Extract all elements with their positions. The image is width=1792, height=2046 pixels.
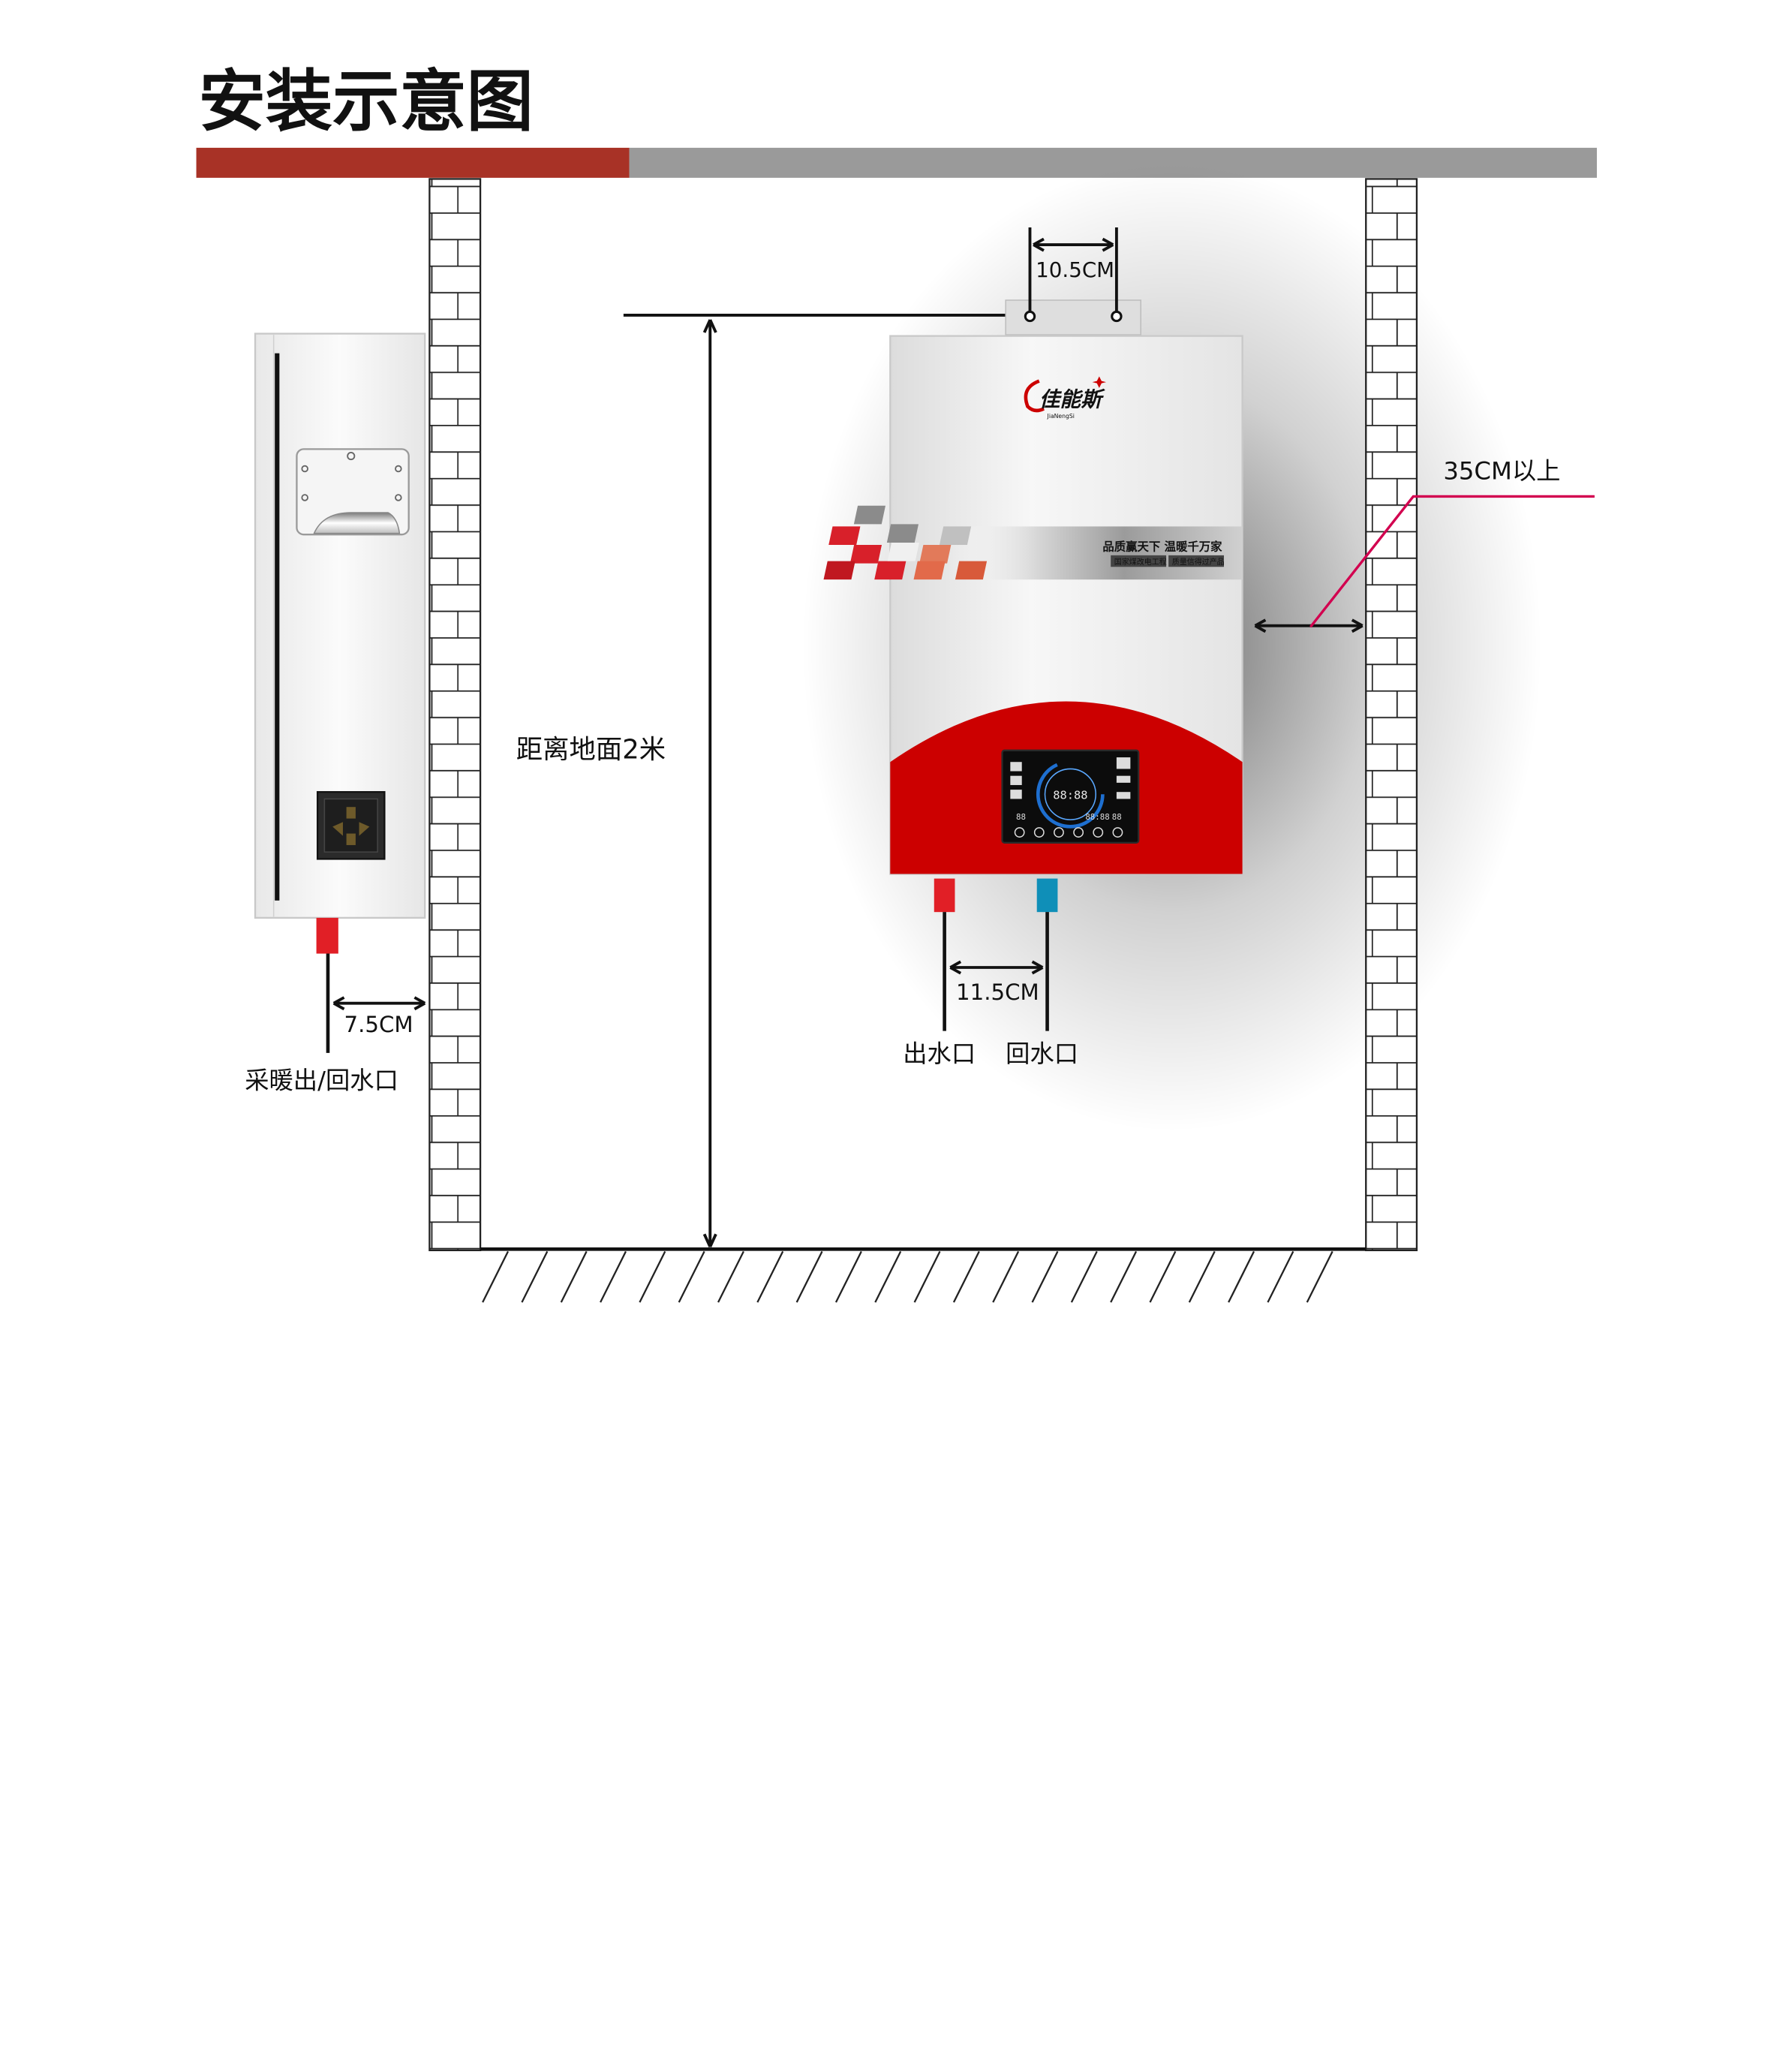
boiler-unit: 佳能斯 JiaNengSi 品质赢天下 温暖千万家 国家煤改电工程 质量信得过产…	[823, 335, 1243, 1031]
slogan-sub-2: 质量信得过产品	[1172, 557, 1225, 567]
page-title: 安装示意图	[199, 63, 534, 141]
floor-hatch	[756, 1250, 784, 1303]
bracket-hole-right	[1111, 310, 1123, 323]
svg-text:88: 88	[1016, 812, 1026, 822]
outlet-pipe-connector	[934, 878, 955, 913]
floor-hatch	[1228, 1250, 1255, 1303]
power-socket	[316, 791, 386, 860]
floor-hatch	[1149, 1250, 1177, 1303]
floor-hatch	[834, 1250, 862, 1303]
top-spacing-label: 10.5CM	[1036, 257, 1114, 282]
return-pipe-connector	[1036, 878, 1058, 913]
display-digits: 88:88	[1053, 788, 1087, 802]
floor-hatch	[952, 1250, 980, 1303]
flame-icon	[1033, 827, 1045, 838]
side-pipe-gap-label: 7.5CM	[344, 1012, 413, 1037]
floor-hatch	[1267, 1250, 1294, 1303]
floor	[480, 1247, 1367, 1303]
side-view-unit	[254, 332, 426, 1053]
pipe-spacing-label: 11.5CM	[956, 979, 1039, 1005]
side-clearance-label: 35CM以上	[1443, 456, 1560, 485]
side-pipe-label: 采暖出/回水口	[245, 1067, 398, 1095]
floor-hatch	[600, 1250, 627, 1303]
temperature-icon	[1054, 827, 1064, 838]
bracket-hole-left	[1024, 310, 1036, 323]
outlet-label: 出水口	[903, 1040, 976, 1068]
floor-hatch	[482, 1250, 510, 1303]
svg-text:88: 88	[1112, 812, 1122, 822]
floor-hatch	[1188, 1250, 1216, 1303]
floor-hatch	[1110, 1250, 1138, 1303]
brand-sub: JiaNengSi	[1047, 413, 1075, 420]
power-icon	[1073, 827, 1084, 838]
floor-hatch	[795, 1250, 823, 1303]
mounting-bracket	[296, 448, 410, 536]
floor-hatch	[717, 1250, 744, 1303]
right-brick-wall	[1365, 178, 1418, 1252]
plus-icon	[1093, 827, 1104, 838]
slogan-main: 品质赢天下 温暖千万家	[1102, 540, 1222, 554]
floor-hatch	[639, 1250, 666, 1303]
floor-hatch	[1070, 1250, 1098, 1303]
minus-icon	[1112, 827, 1123, 838]
side-pipe-gap-dimension	[332, 996, 426, 1011]
star-icon	[1092, 376, 1107, 388]
floor-hatch	[874, 1250, 902, 1303]
brand-name: 佳能斯	[1039, 387, 1105, 411]
title-bar-red	[196, 147, 630, 178]
return-label: 回水口	[1006, 1040, 1078, 1068]
slogan-banner: 品质赢天下 温暖千万家 国家煤改电工程 质量信得过产品	[823, 505, 1243, 580]
pipe-spacing-dimension	[949, 960, 1044, 975]
top-spacing-dimension	[1028, 227, 1118, 312]
left-brick-wall	[428, 178, 482, 1252]
floor-hatch	[992, 1250, 1020, 1303]
diagram-canvas: 安装示意图	[196, 63, 1597, 1303]
side-pipe-connector	[316, 917, 338, 954]
floor-hatch	[678, 1250, 705, 1303]
svg-text:88:88: 88:88	[1085, 812, 1109, 822]
height-from-floor-label: 距离地面2米	[516, 735, 666, 766]
slogan-sub-1: 国家煤改电工程	[1114, 557, 1167, 567]
floor-hatch	[1306, 1250, 1333, 1303]
height-dimension	[623, 314, 1030, 1248]
control-display: 88:88 88 88 88:88	[1001, 749, 1140, 844]
clearance-leader-line	[1309, 495, 1595, 628]
floor-hatch	[521, 1250, 549, 1303]
side-clearance-dimension	[1254, 495, 1595, 633]
settings-icon	[1014, 827, 1025, 838]
floor-hatch	[913, 1250, 941, 1303]
floor-hatch	[1031, 1250, 1059, 1303]
floor-hatch	[560, 1250, 588, 1303]
brand-logo: 佳能斯 JiaNengSi	[1024, 376, 1107, 420]
